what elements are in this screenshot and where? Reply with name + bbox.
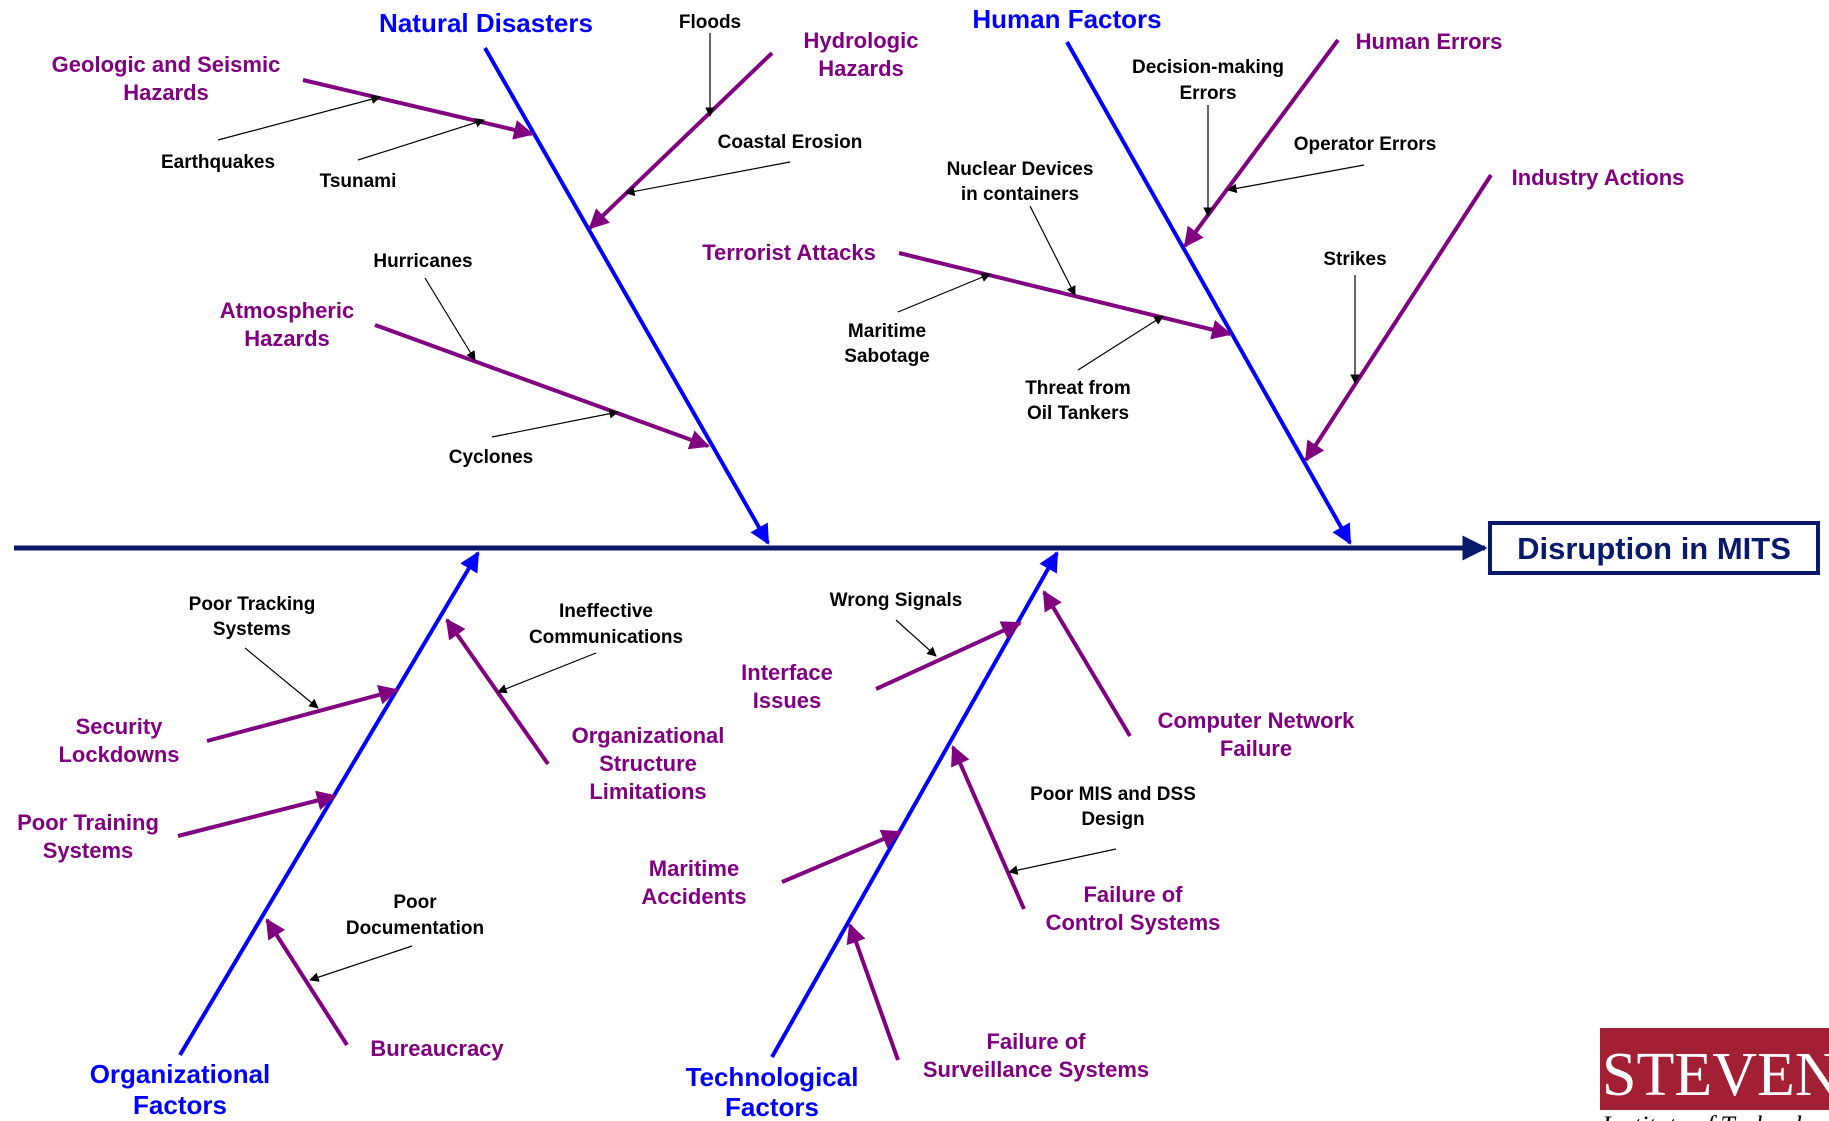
cause-poor-documentation-line1: Poor	[393, 892, 437, 913]
cause-nuclear-devices-line2: in containers	[961, 184, 1079, 205]
branch-computer-network	[1042, 590, 1132, 738]
cause-maritime-sabotage-line1: Maritime	[848, 321, 926, 342]
subcause-interface-issues-line1: Interface	[741, 660, 833, 685]
branch-industry-actions	[1304, 173, 1493, 462]
cause-arrow-maritime-sabotage	[897, 272, 991, 313]
category-technological-line1: Technological	[686, 1062, 859, 1092]
cause-maritime-sabotage-line2: Sabotage	[844, 346, 930, 367]
cause-poor-documentation-line2: Documentation	[346, 918, 484, 939]
subcause-geologic-line1: Geologic and Seismic	[52, 52, 281, 77]
branch-bureaucracy	[265, 918, 349, 1047]
subcause-security-lockdowns-line1: Security	[76, 714, 164, 739]
cause-earthquakes: Earthquakes	[161, 152, 275, 173]
cause-ineffective-comm-line1: Ineffective	[559, 601, 653, 622]
cause-arrow-coastal-erosion	[625, 161, 791, 197]
branch-atmospheric	[374, 323, 710, 450]
cause-arrow-oil-tankers	[1077, 315, 1164, 371]
subcause-bureaucracy: Bureaucracy	[370, 1036, 504, 1061]
cause-arrow-operator-errors	[1227, 164, 1365, 194]
cause-poor-mis-line1: Poor MIS and DSS	[1030, 784, 1196, 805]
cause-arrow-wrong-signals	[895, 619, 937, 657]
subcause-org-structure-line1: Organizational	[572, 723, 725, 748]
subcause-surveillance-line2: Surveillance Systems	[923, 1057, 1149, 1082]
branch-terrorist-attacks	[898, 251, 1232, 340]
cause-cyclones: Cyclones	[449, 447, 533, 468]
subcause-interface-issues-line2: Issues	[753, 688, 822, 713]
subcause-industry-actions: Industry Actions	[1512, 165, 1685, 190]
branch-hydrologic	[588, 51, 774, 230]
subcause-maritime-accidents-line1: Maritime	[649, 856, 739, 881]
logo-subtitle: Institute of Technology	[1601, 1111, 1829, 1121]
cause-poor-mis-line2: Design	[1081, 809, 1144, 830]
branch-geologic	[302, 78, 534, 140]
subcause-terrorist-attacks: Terrorist Attacks	[702, 240, 876, 265]
category-human-factors: Human Factors	[972, 4, 1161, 34]
branch-surveillance	[846, 923, 900, 1061]
subcause-control-systems-line1: Failure of	[1083, 882, 1183, 907]
cause-arrow-earthquakes	[217, 94, 381, 141]
cause-arrow-tsunami	[357, 118, 485, 161]
cause-oil-tankers-line2: Oil Tankers	[1027, 403, 1129, 424]
subcause-computer-network-line1: Computer Network	[1158, 708, 1356, 733]
subcause-hydrologic-line1: Hydrologic	[804, 28, 919, 53]
subcause-org-structure-line2: Structure	[599, 751, 697, 776]
cause-hurricanes: Hurricanes	[373, 251, 472, 272]
subcause-human-errors: Human Errors	[1356, 29, 1503, 54]
subcause-surveillance-line1: Failure of	[986, 1029, 1086, 1054]
branch-interface-issues	[875, 621, 1022, 691]
bone-technological-factors	[770, 551, 1059, 1058]
cause-coastal-erosion: Coastal Erosion	[718, 132, 863, 153]
cause-wrong-signals: Wrong Signals	[830, 590, 963, 611]
cause-arrow-poor-mis	[1008, 848, 1117, 875]
effect-box	[1488, 521, 1820, 575]
category-organizational-line1: Organizational	[90, 1059, 271, 1089]
branch-poor-training	[177, 790, 337, 838]
cause-tsunami: Tsunami	[320, 171, 397, 192]
cause-floods: Floods	[679, 12, 741, 33]
cause-arrow-ineffective-comm	[497, 652, 597, 694]
subcause-org-structure-line3: Limitations	[589, 779, 706, 804]
bone-human-factors	[1065, 41, 1352, 545]
cause-ineffective-comm-line2: Communications	[529, 627, 683, 648]
cause-poor-tracking-line2: Systems	[213, 619, 291, 640]
logo-banner	[1600, 1028, 1829, 1110]
cause-strikes: Strikes	[1323, 249, 1386, 270]
subcause-poor-training-line1: Poor Training	[17, 810, 159, 835]
stevens-logo: STEVENS Institute of Technology	[1600, 1028, 1829, 1121]
cause-arrow-poor-documentation	[309, 945, 413, 982]
cause-arrow-nuclear-devices	[1029, 205, 1076, 296]
category-natural-disasters: Natural Disasters	[379, 8, 593, 38]
category-technological-line2: Factors	[725, 1092, 819, 1121]
cause-decision-making-line2: Errors	[1179, 83, 1236, 104]
logo-name: STEVENS	[1602, 1041, 1829, 1109]
cause-poor-tracking-line1: Poor Tracking	[189, 594, 316, 615]
subcause-poor-training-line2: Systems	[43, 838, 134, 863]
subcause-hydrologic-line2: Hazards	[818, 56, 904, 81]
cause-oil-tankers-line1: Threat from	[1025, 378, 1131, 399]
subcause-atmospheric-line1: Atmospheric	[220, 298, 354, 323]
subcause-atmospheric-line2: Hazards	[244, 326, 330, 351]
branch-security-lockdowns	[206, 685, 399, 743]
subcause-control-systems-line2: Control Systems	[1046, 910, 1221, 935]
branch-control-systems	[951, 745, 1026, 910]
cause-operator-errors: Operator Errors	[1294, 134, 1437, 155]
cause-arrow-poor-tracking	[244, 647, 319, 709]
subcause-geologic-line2: Hazards	[123, 80, 209, 105]
subcause-maritime-accidents-line2: Accidents	[641, 884, 746, 909]
cause-decision-making-line1: Decision-making	[1132, 57, 1284, 78]
bone-natural-disasters	[483, 47, 770, 545]
effect-label: Disruption in MITS	[1517, 531, 1791, 566]
category-organizational-line2: Factors	[133, 1090, 227, 1120]
cause-arrow-cyclones	[491, 408, 619, 438]
cause-arrow-hurricanes	[424, 277, 476, 361]
cause-nuclear-devices-line1: Nuclear Devices	[947, 159, 1094, 180]
subcause-security-lockdowns-line2: Lockdowns	[58, 742, 179, 767]
subcause-computer-network-line2: Failure	[1220, 736, 1292, 761]
branch-maritime-accidents	[781, 829, 902, 884]
